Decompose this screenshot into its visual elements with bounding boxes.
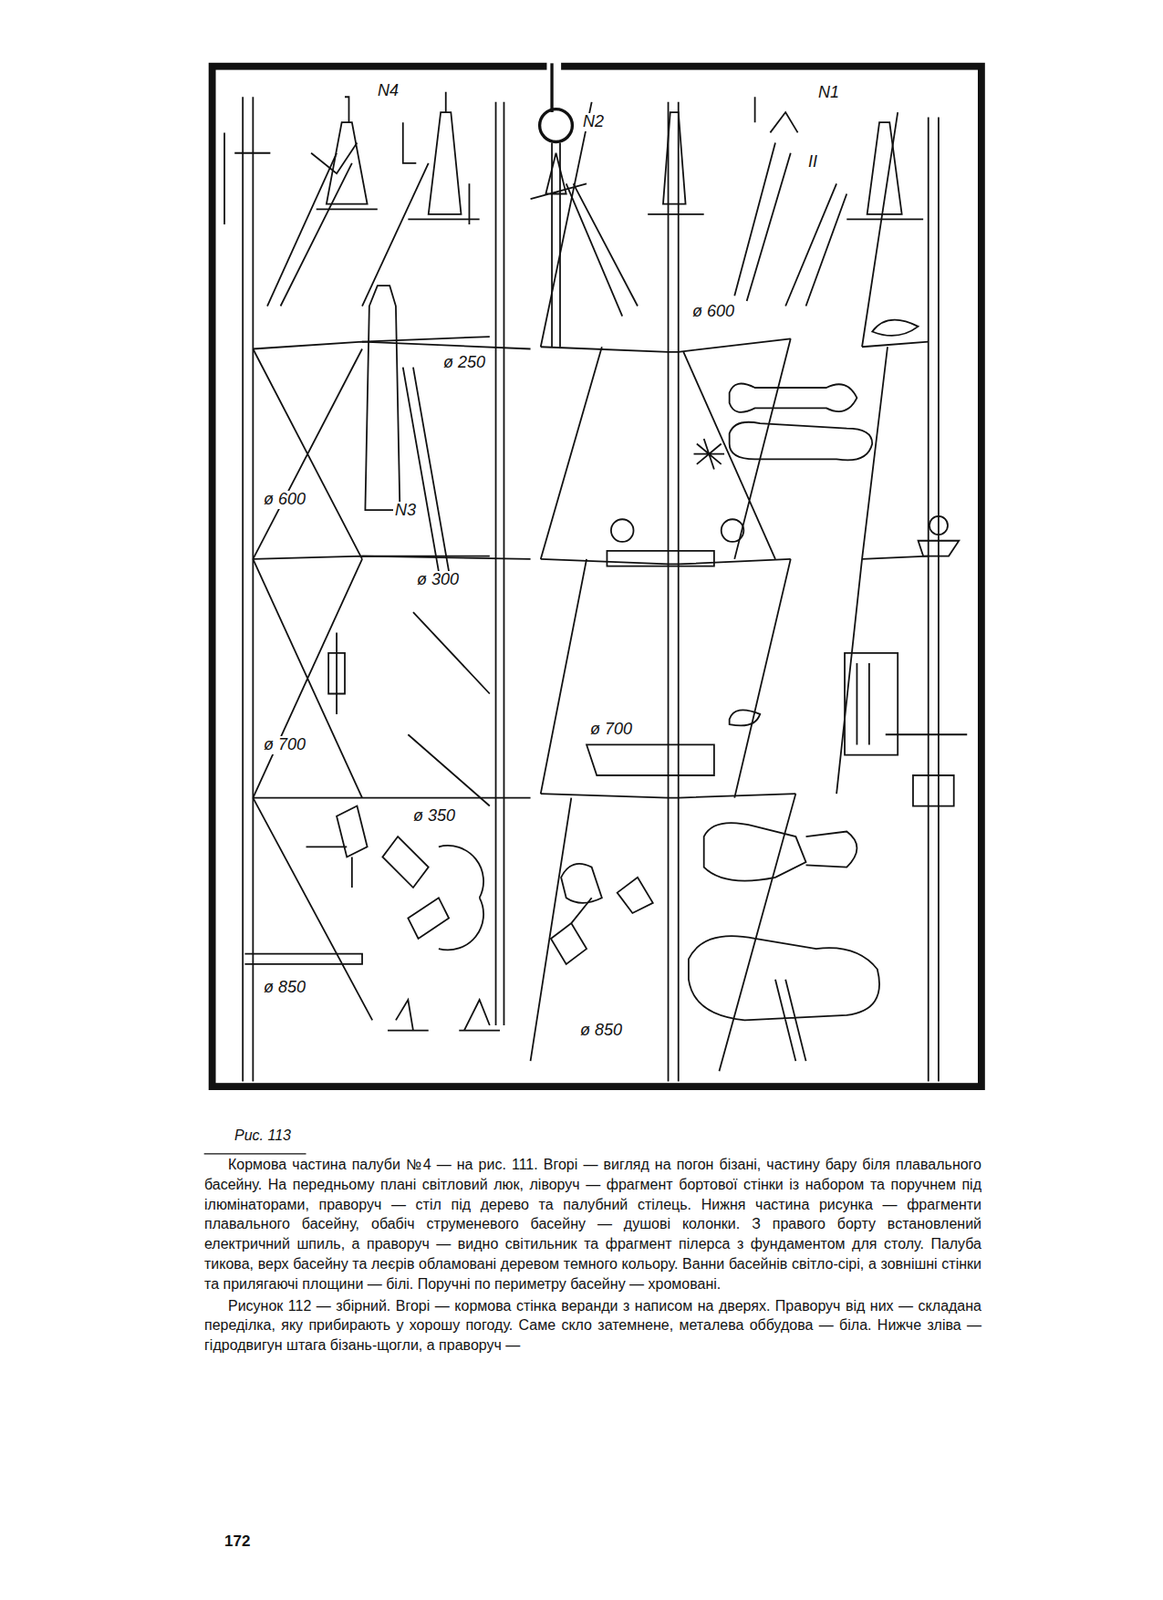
callout-number: N1: [816, 83, 842, 103]
dimension-label: ø 250: [441, 353, 488, 373]
callout-number: N3: [393, 501, 418, 520]
dimension-label: ø 350: [411, 807, 457, 826]
body-paragraph: Рисунок 112 — збірний. Вгорі — кормова с…: [204, 1296, 982, 1356]
dimension-label: ø 700: [261, 736, 308, 755]
callout-number: N2: [581, 113, 606, 132]
body-paragraph: Кормова частина палуби №4 — на рис. 111.…: [204, 1154, 982, 1295]
dimension-label: ø 600: [261, 490, 308, 509]
figure-caption: Рис. 113: [234, 1127, 291, 1144]
dimension-label: ø 600: [690, 302, 737, 322]
dimension-label: ø 850: [261, 978, 308, 997]
callout-number: N4: [375, 82, 401, 101]
page-number: 172: [224, 1532, 250, 1551]
dimension-label: ø 850: [578, 1021, 624, 1040]
callout-number: II: [806, 153, 820, 172]
dimension-label: ø 700: [588, 720, 634, 739]
dimension-label: ø 300: [415, 571, 461, 590]
